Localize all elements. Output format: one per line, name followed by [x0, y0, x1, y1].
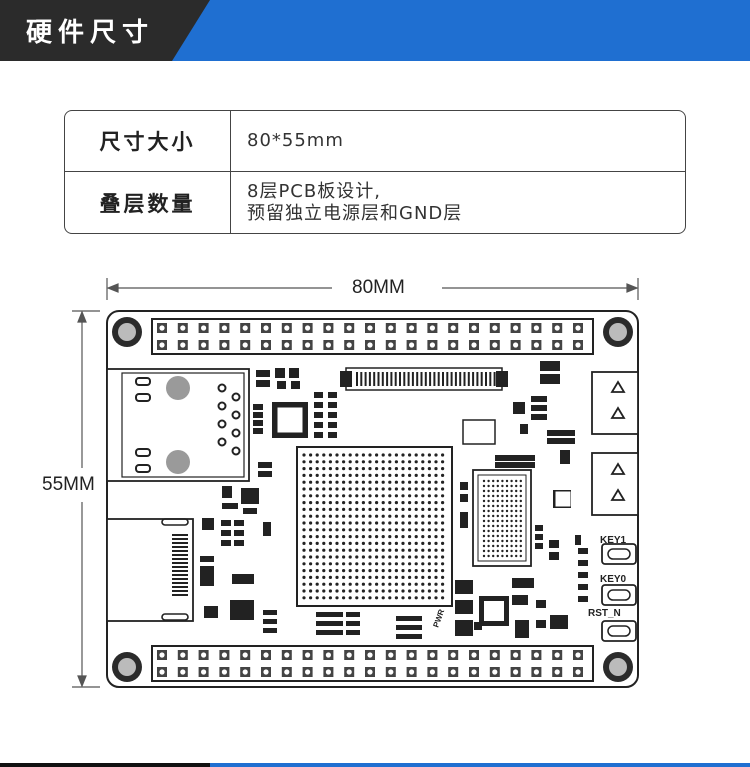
- header-banner: 硬件尺寸: [0, 0, 750, 61]
- spec-row-size: 尺寸大小 80*55mm: [65, 111, 685, 172]
- board-drawing: KEY1 KEY0 RST_N PWR: [72, 278, 639, 688]
- width-label: 80MM: [352, 277, 405, 298]
- usb-connectors: [591, 371, 639, 516]
- spec-value-layers-line2: 预留独立电源层和GND层: [247, 203, 463, 224]
- push-buttons: [601, 543, 637, 642]
- mcu-chip: [479, 596, 509, 626]
- silk-key1: KEY1: [600, 535, 627, 546]
- footer-bar-accent: [210, 763, 750, 767]
- banner-shape: [0, 0, 210, 61]
- spec-value-layers-line1: 8层PCB板设计,: [247, 181, 381, 202]
- fpga-bga: [296, 446, 453, 607]
- silk-key0: KEY0: [600, 574, 627, 585]
- spec-value-layers: 8层PCB板设计, 预留独立电源层和GND层: [231, 172, 685, 233]
- mounting-holes: [112, 317, 633, 682]
- spec-row-layers: 叠层数量 8层PCB板设计, 预留独立电源层和GND层: [65, 172, 685, 233]
- ddr-chip: [472, 469, 532, 567]
- spec-value-size-line: 80*55mm: [247, 130, 344, 151]
- width-dimension: [106, 278, 639, 300]
- page-title: 硬件尺寸: [26, 18, 155, 48]
- bottom-pin-header: [151, 645, 594, 682]
- height-dimension: [72, 310, 100, 688]
- top-pin-header: [151, 318, 594, 355]
- spec-table: 尺寸大小 80*55mm 叠层数量 8层PCB板设计, 预留独立电源层和GND层: [64, 110, 686, 234]
- height-label: 55MM: [42, 474, 95, 495]
- spec-label-layers: 叠层数量: [65, 172, 231, 233]
- silk-rst: RST_N: [588, 608, 621, 619]
- ethernet-jack: [106, 368, 250, 482]
- phy-chip: [272, 402, 308, 438]
- sd-card-slot: [106, 518, 194, 622]
- smd-components: [200, 361, 588, 639]
- spec-label-size: 尺寸大小: [65, 111, 231, 171]
- fpc-connector: [340, 367, 508, 391]
- spec-value-size: 80*55mm: [231, 111, 685, 171]
